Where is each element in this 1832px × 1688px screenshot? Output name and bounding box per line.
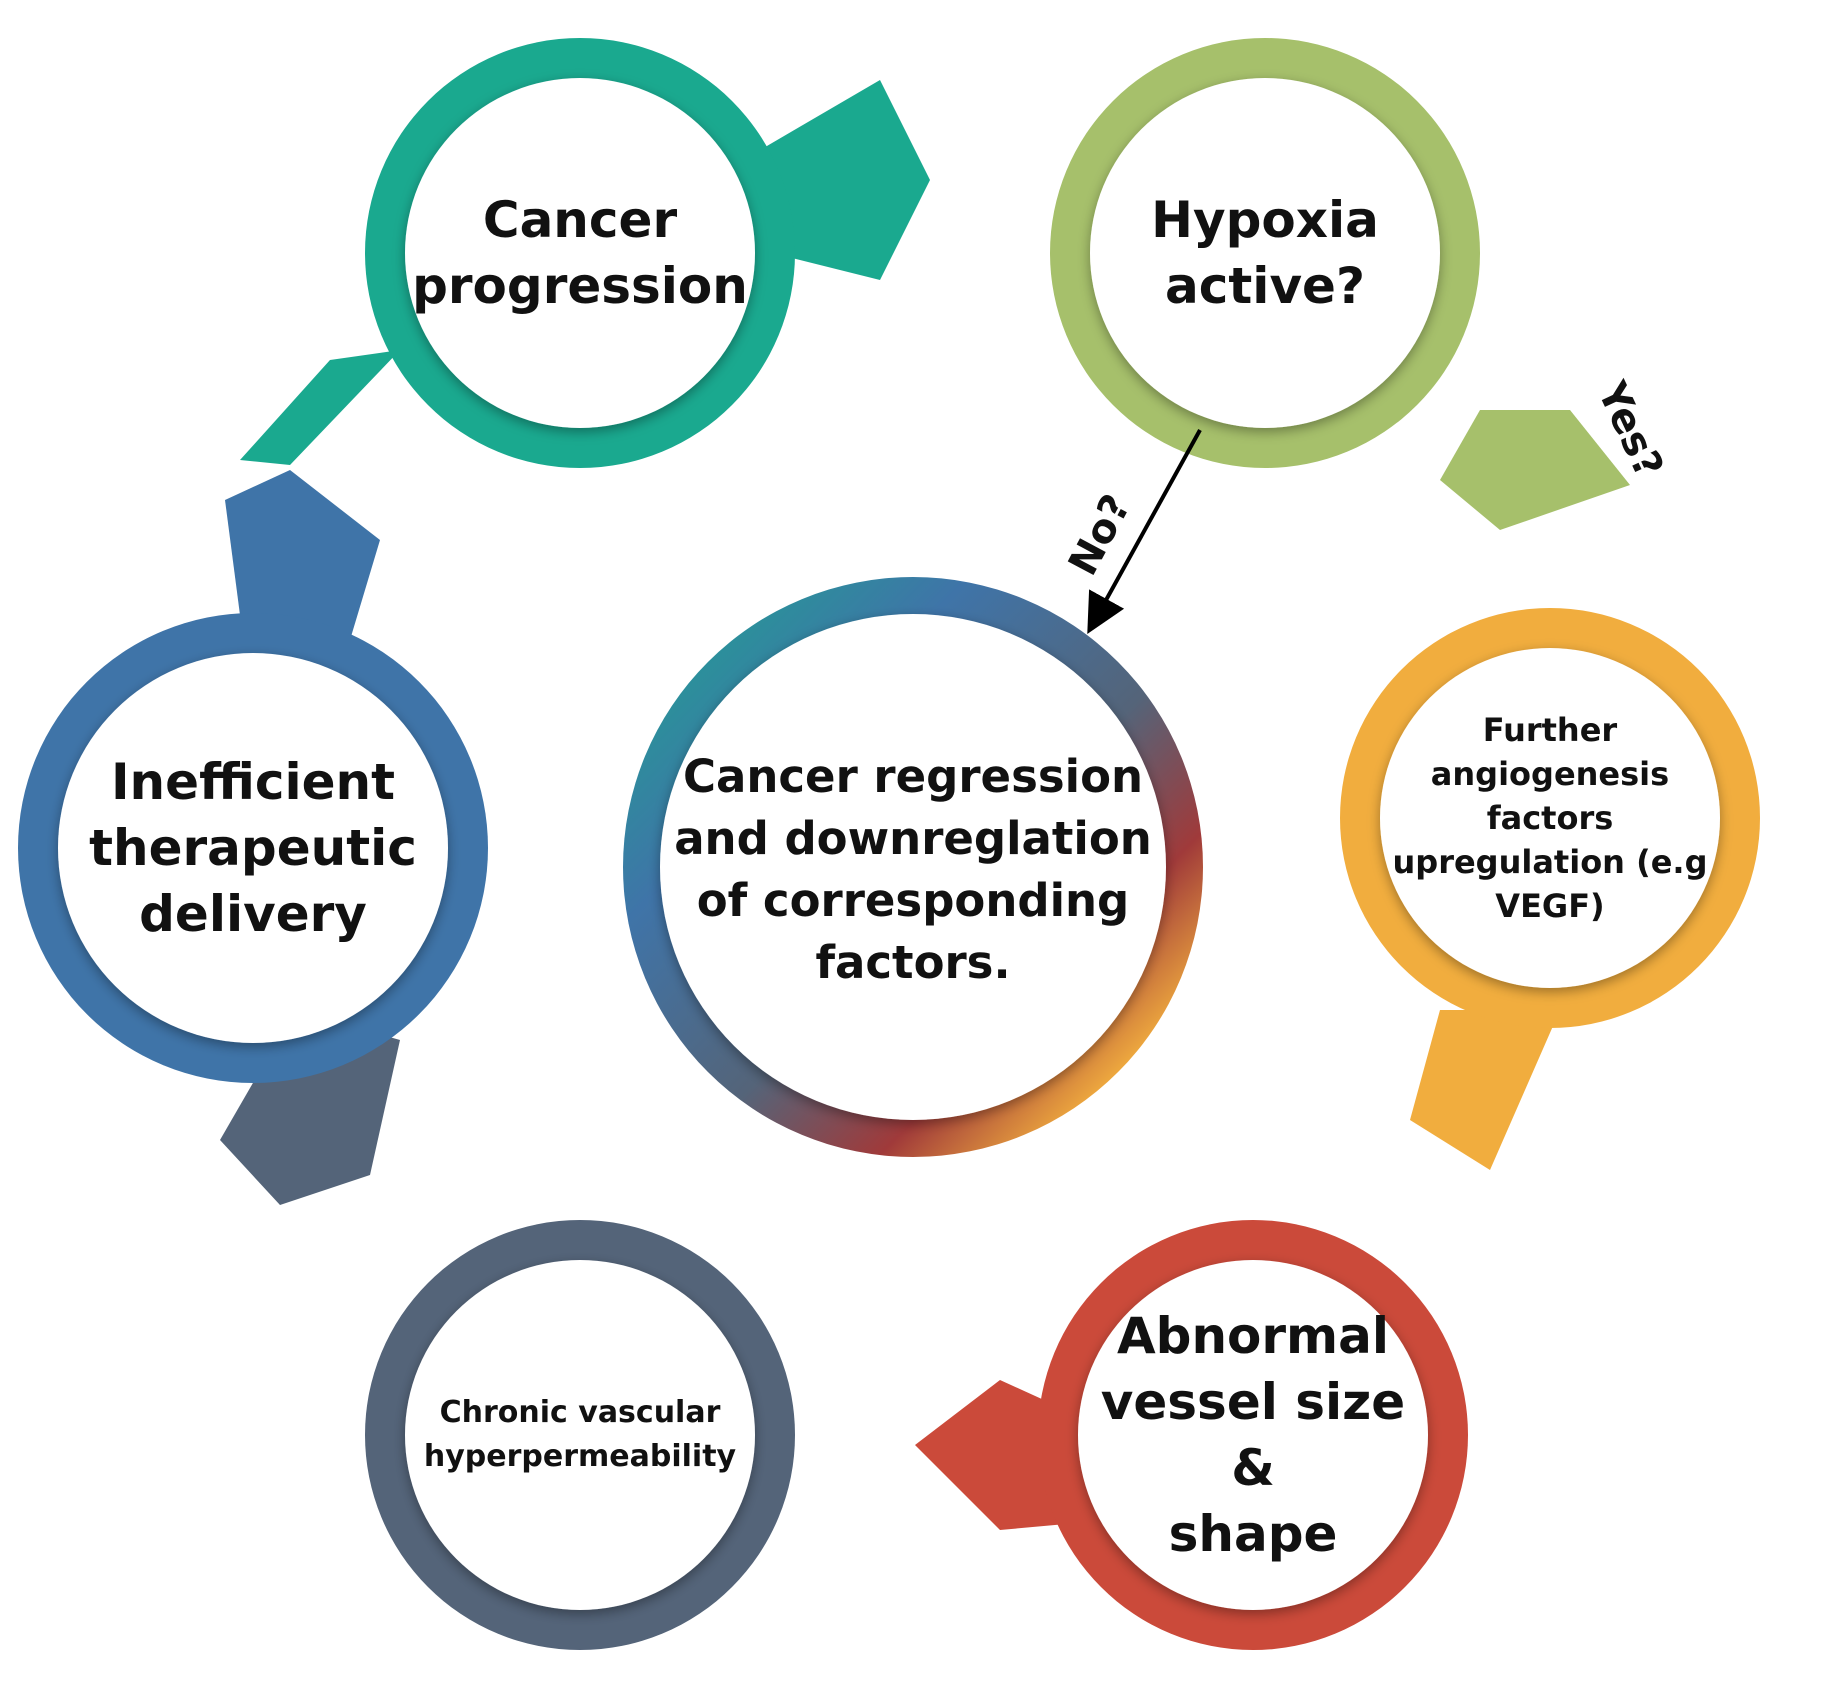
disc-abnormal-vessel (1078, 1260, 1428, 1610)
disc-hypoxia (1090, 78, 1440, 428)
connector-hypoxia-angiogenesis (1440, 410, 1630, 530)
label-angiogenesis: Further angiogenesis factors upregulatio… (1392, 711, 1708, 925)
label-hypoxia: Hypoxia active? (1151, 191, 1379, 315)
disc-center (660, 614, 1166, 1120)
disc-hyperpermeability (405, 1260, 755, 1610)
connector-progression-hypoxia (760, 80, 930, 280)
label-inefficient-delivery: Inefficient therapeutic delivery (89, 753, 417, 943)
label-abnormal-vessel: Abnormal vessel size & shape (1100, 1307, 1406, 1563)
disc-angiogenesis (1380, 648, 1720, 988)
label-cancer-progression: Cancer progression (412, 191, 748, 315)
connector-delivery-progression (225, 470, 380, 640)
disc-inefficient-delivery (58, 653, 448, 1043)
connector-progression-tail (240, 350, 400, 465)
label-center: Cancer regression and downreglation of c… (674, 750, 1152, 989)
connector-angiogenesis-vessel (1410, 1010, 1560, 1170)
label-hyperpermeability: Chronic vascular hyperpermeability (423, 1395, 737, 1474)
disc-cancer-progression (405, 78, 755, 428)
no-branch-arrow (1087, 429, 1202, 635)
